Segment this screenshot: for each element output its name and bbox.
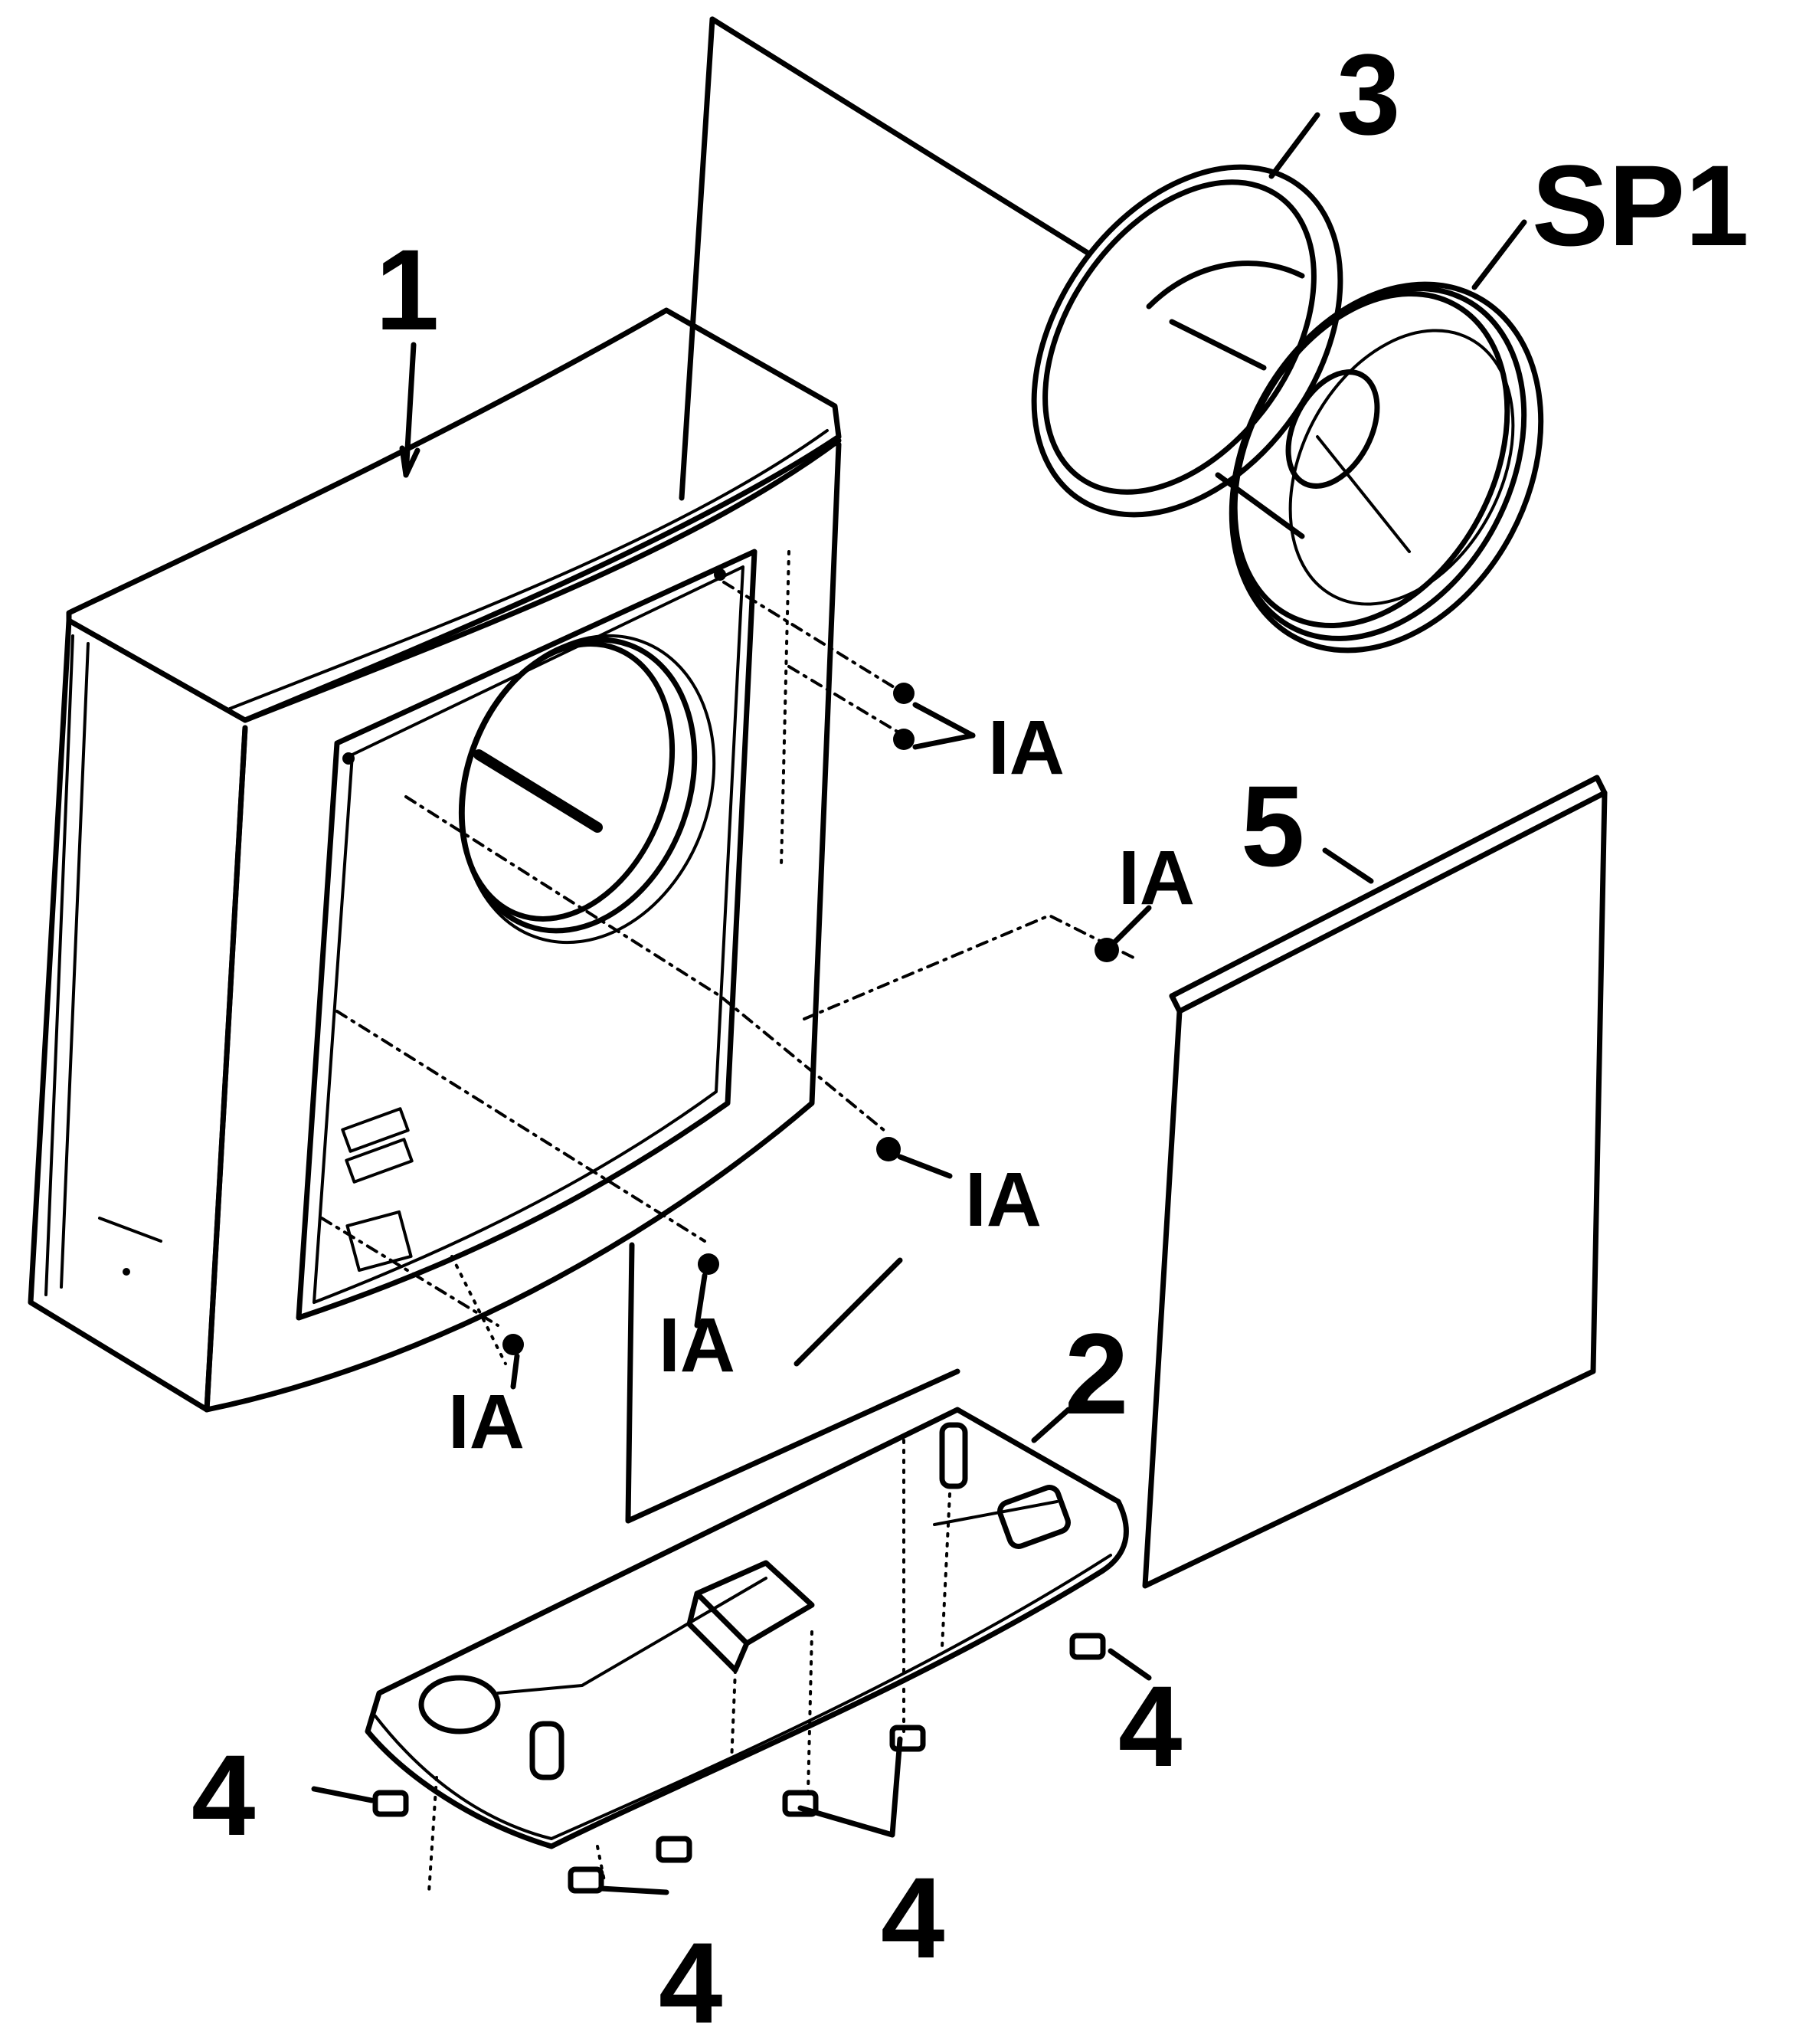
label-foot-bottom: 4 [659, 1918, 722, 2044]
label-base-plate: 2 [1065, 1309, 1128, 1438]
label-speaker: SP1 [1532, 141, 1749, 270]
label-screw-right-top: IA [988, 705, 1065, 791]
label-panel: 5 [1241, 762, 1304, 890]
ring-mount [1031, 164, 1343, 518]
speaker-driver [1169, 281, 1544, 653]
speaker-plane-outline [625, 16, 1091, 1524]
label-screw-panel: IA [1118, 835, 1195, 921]
label-screw-right-mid: IA [965, 1157, 1042, 1243]
label-foot-center: 4 [881, 1853, 944, 1982]
label-ring-mount: 3 [1337, 30, 1400, 159]
feet [372, 1633, 1106, 1894]
enclosure-box [28, 307, 842, 1413]
label-screw-bottom-mid: IA [659, 1302, 735, 1388]
label-foot-left: 4 [191, 1731, 255, 1859]
label-screw-bottom-left: IA [448, 1379, 525, 1465]
label-foot-right: 4 [1118, 1662, 1182, 1790]
front-panel [1142, 775, 1608, 1589]
labels: 1 3 SP1 5 2 4 4 4 4 IA IA IA IA IA [191, 30, 1749, 2044]
base-plate [365, 1407, 1129, 1894]
label-enclosure: 1 [375, 225, 439, 354]
leader-lines [311, 112, 1527, 1895]
screws [502, 683, 1119, 1355]
